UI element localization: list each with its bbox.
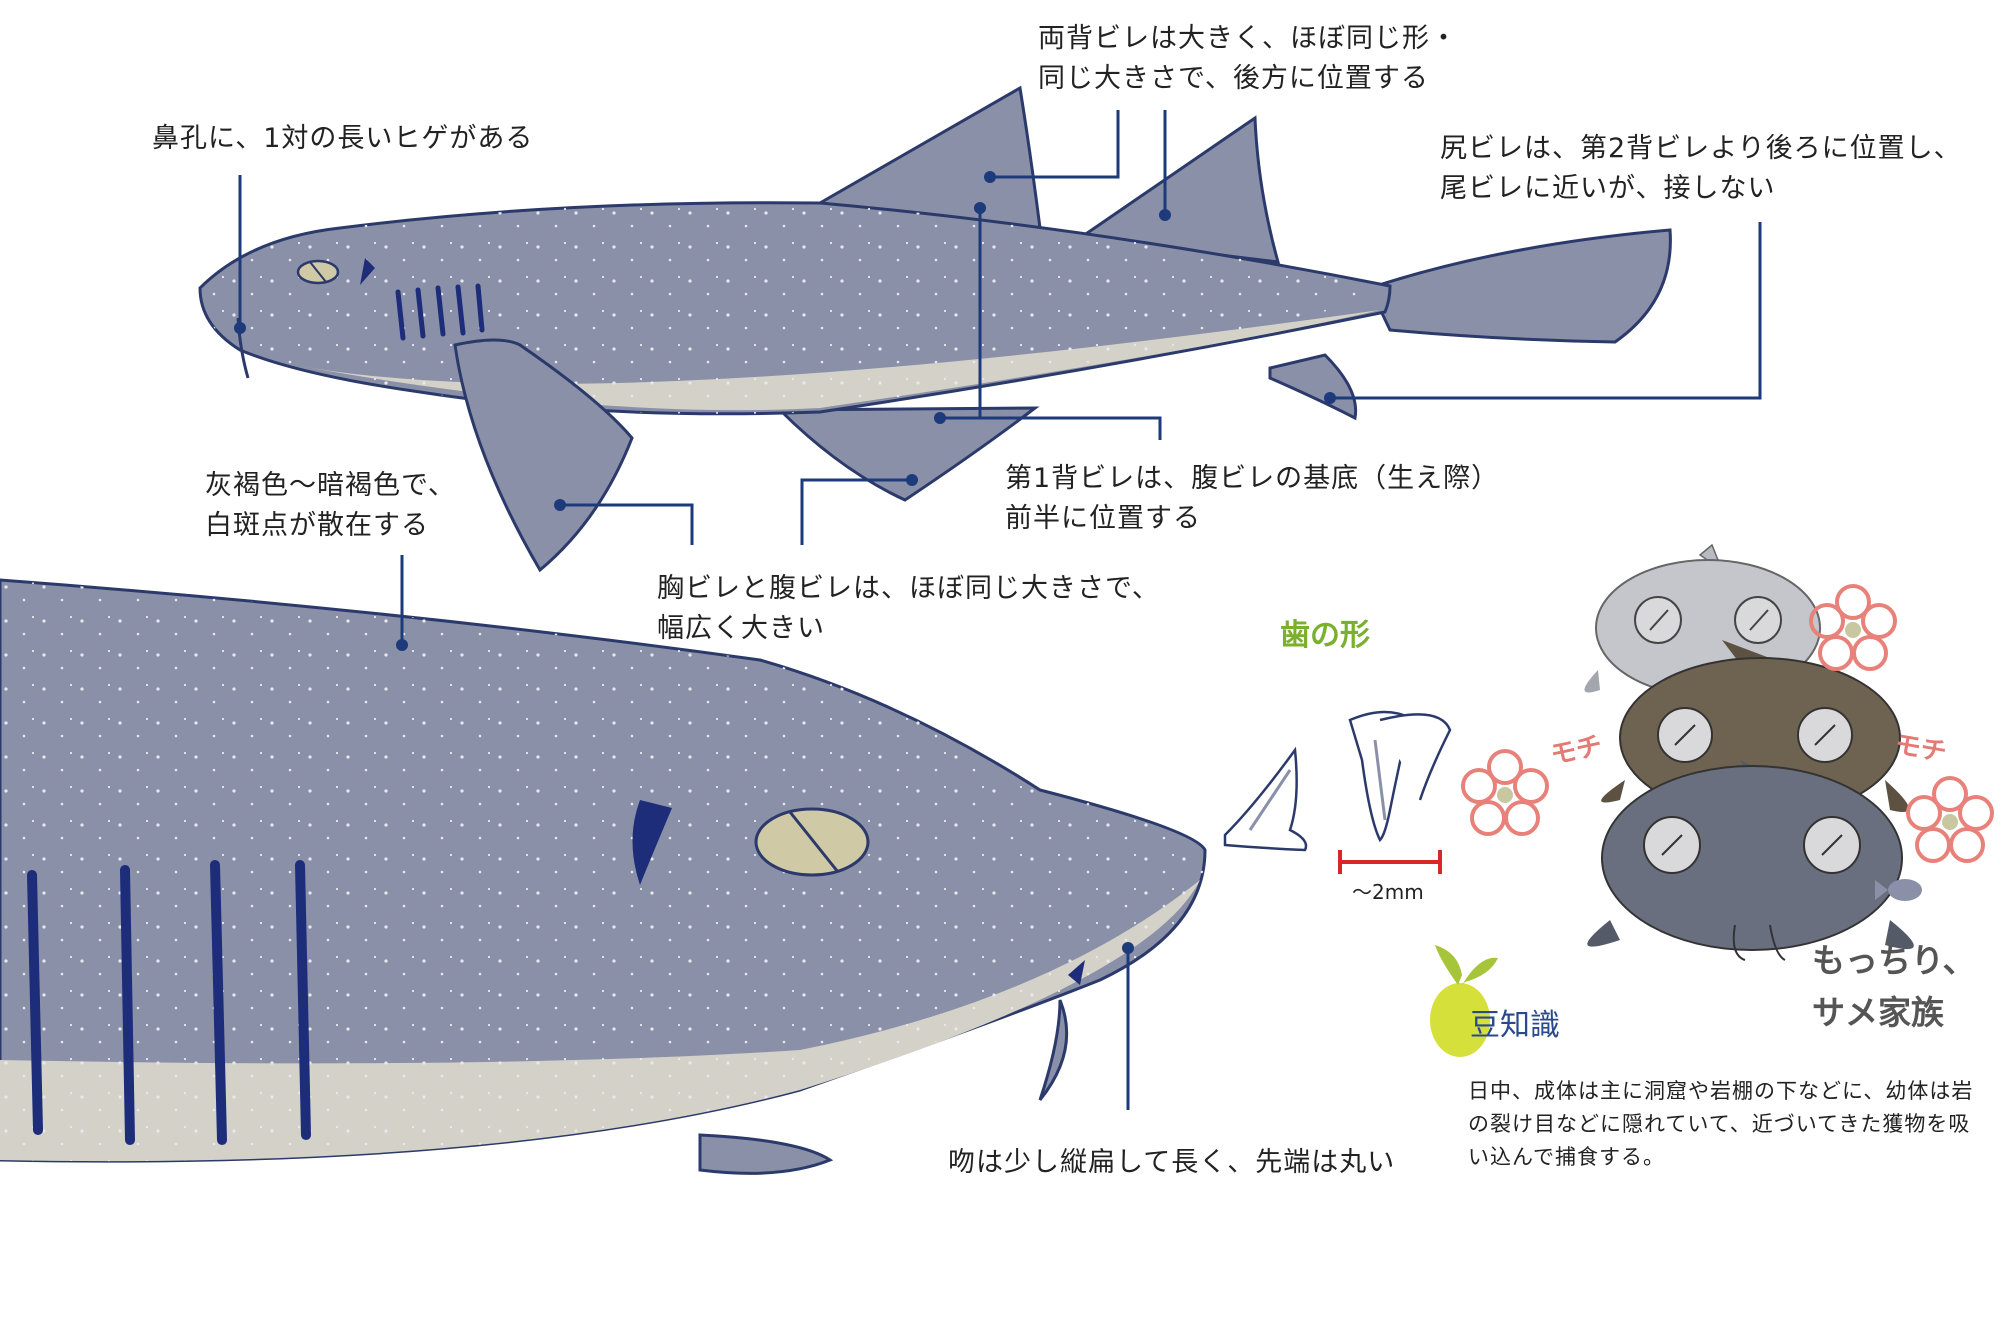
label-barbels: 鼻孔に、1対の長いヒゲがある bbox=[152, 123, 534, 154]
label-pectoral-line2: 幅広く大きい bbox=[657, 613, 825, 644]
label-anal-fin-line1: 尻ビレは、第2背ビレより後ろに位置し、 bbox=[1440, 133, 1962, 164]
spiracle bbox=[360, 258, 375, 285]
pelvic-fin bbox=[776, 406, 1040, 502]
label-dorsal-fins-line1: 両背ビレは大きく、ほぼ同じ形・ bbox=[1038, 23, 1458, 54]
caudal-fin bbox=[1367, 228, 1672, 344]
closeup-eye bbox=[754, 807, 870, 877]
closeup-spiracle bbox=[632, 800, 672, 885]
pectoral-fin bbox=[453, 338, 634, 573]
trivia-body: 日中、成体は主に洞窟や岩棚の下などに、幼体は岩の裂け目などに隠れていて、近づいて… bbox=[1468, 1079, 1974, 1169]
anal-fin bbox=[1268, 353, 1358, 421]
nostril bbox=[1068, 960, 1085, 985]
tooth-front-view bbox=[1348, 710, 1452, 843]
sprout-icon bbox=[1430, 945, 1498, 1057]
scale-label: 〜2mm bbox=[1352, 880, 1424, 904]
label-first-dorsal-line1: 第1背ビレは、腹ビレの基底（生え際） bbox=[1005, 463, 1500, 494]
head-closeup bbox=[0, 578, 1207, 1175]
label-color-line1: 灰褐色〜暗褐色で、 bbox=[205, 470, 456, 501]
first-dorsal-fin bbox=[815, 85, 1042, 230]
full-shark bbox=[198, 85, 1672, 573]
label-pectoral-line1: 胸ビレと腹ビレは、ほぼ同じ大きさで、 bbox=[657, 573, 1160, 604]
family-caption-line1: もっちり、 bbox=[1812, 941, 1976, 980]
label-first-dorsal-line2: 前半に位置する bbox=[1005, 503, 1201, 534]
closeup-barbel bbox=[1038, 999, 1069, 1101]
closeup-gill-slits bbox=[27, 860, 311, 1145]
tooth-side-view bbox=[1223, 746, 1308, 852]
teeth-title: 歯の形 bbox=[1280, 618, 1370, 653]
label-color-line2: 白斑点が散在する bbox=[205, 510, 429, 541]
scale-bar bbox=[1338, 850, 1442, 874]
gill-slits bbox=[395, 283, 485, 341]
dark-shark bbox=[1601, 765, 1903, 951]
pointer-lines bbox=[238, 110, 1762, 1110]
second-dorsal-fin bbox=[1075, 115, 1281, 264]
shark-family bbox=[1584, 543, 1922, 961]
family-caption-line2: サメ家族 bbox=[1812, 993, 1944, 1032]
label-dorsal-fins-line2: 同じ大きさで、後方に位置する bbox=[1038, 63, 1429, 94]
flower-decorations bbox=[1461, 584, 1994, 863]
family-caption: もっちり、 サメ家族 bbox=[1812, 935, 1976, 1039]
trivia-title: 豆知識 bbox=[1470, 1008, 1560, 1043]
label-anal-fin-line2: 尾ビレに近いが、接しない bbox=[1440, 173, 1776, 204]
label-snout: 吻は少し縦扁して長く、先端は丸い bbox=[948, 1147, 1396, 1178]
pointer-dots bbox=[234, 171, 1336, 954]
